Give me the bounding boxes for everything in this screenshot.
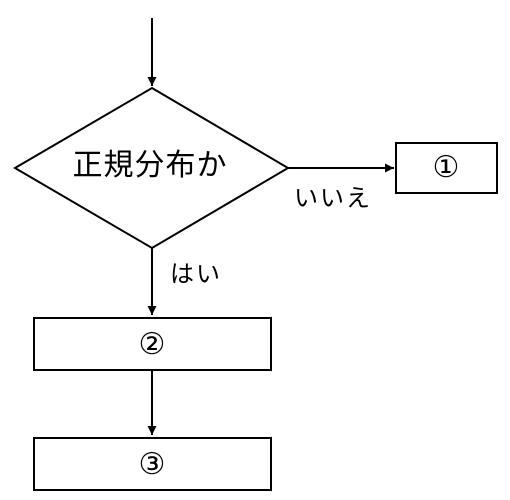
box-1	[395, 142, 498, 194]
yes-branch-label: はい	[170, 260, 222, 288]
box-2-label: ②	[138, 327, 166, 362]
box-3	[33, 437, 272, 491]
box-3-label: ③	[138, 447, 166, 482]
decision-label: 正規分布か	[72, 148, 228, 183]
box-1-label: ①	[432, 150, 460, 185]
no-branch-label: いいえ	[294, 184, 372, 212]
